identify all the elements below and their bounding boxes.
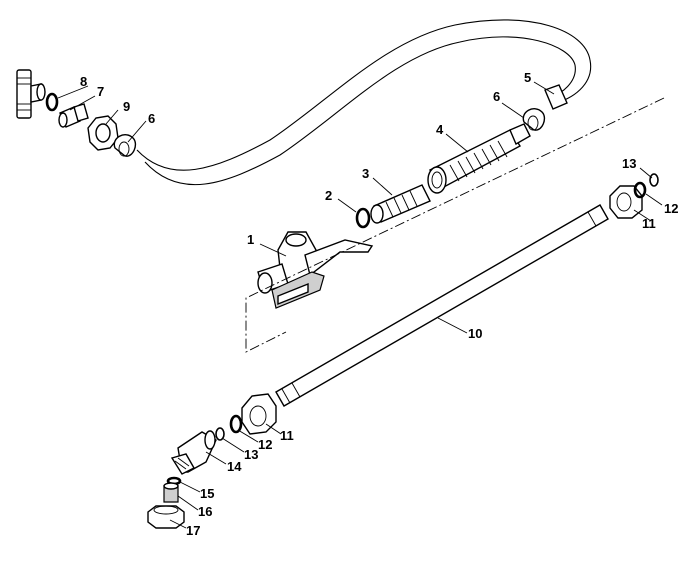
extension-wand [275, 204, 609, 407]
callout-5: 5 [524, 70, 531, 85]
spray-gun [257, 231, 374, 309]
washer [649, 173, 659, 187]
callout-11: 11 [642, 216, 656, 231]
barb-fitting [58, 103, 89, 128]
callout-11: 11 [280, 428, 294, 443]
callout-4: 4 [436, 122, 444, 137]
callout-12: 12 [258, 437, 272, 452]
callout-2: 2 [325, 188, 332, 203]
callout-17: 17 [186, 523, 200, 538]
callout-3: 3 [362, 166, 369, 181]
callout-7: 7 [97, 84, 104, 99]
o-ring [355, 207, 371, 229]
strainer [370, 184, 431, 224]
callout-6: 6 [493, 89, 500, 104]
elbow-fitting [170, 430, 217, 475]
nozzle-tip [163, 482, 179, 503]
callout-14: 14 [227, 459, 242, 474]
callout-16: 16 [198, 504, 212, 519]
callout-8: 8 [80, 74, 87, 89]
callout-13: 13 [244, 447, 258, 462]
coupling-nut [87, 115, 119, 151]
callout-12: 12 [664, 201, 678, 216]
coupling-nut [609, 185, 643, 219]
callout-6: 6 [148, 111, 155, 126]
coupling-nut [241, 393, 277, 435]
callout-1: 1 [247, 232, 254, 247]
callout-15: 15 [200, 486, 214, 501]
callout-9: 9 [123, 99, 130, 114]
leader-lines [57, 81, 663, 529]
callout-13: 13 [622, 156, 636, 171]
hose-clamp [113, 134, 137, 157]
tee-fitting [16, 69, 46, 119]
callout-10: 10 [468, 326, 482, 341]
callout-labels: 1 2 3 4 5 6 6 7 8 9 10 11 11 12 12 13 13… [80, 70, 678, 538]
suction-hose [136, 19, 592, 186]
o-ring [229, 414, 243, 434]
hose-connector [427, 123, 531, 194]
o-ring [45, 92, 59, 112]
hose-clamp [522, 108, 546, 131]
washer [215, 427, 225, 441]
phantom-line [245, 97, 665, 353]
o-ring [633, 181, 647, 199]
